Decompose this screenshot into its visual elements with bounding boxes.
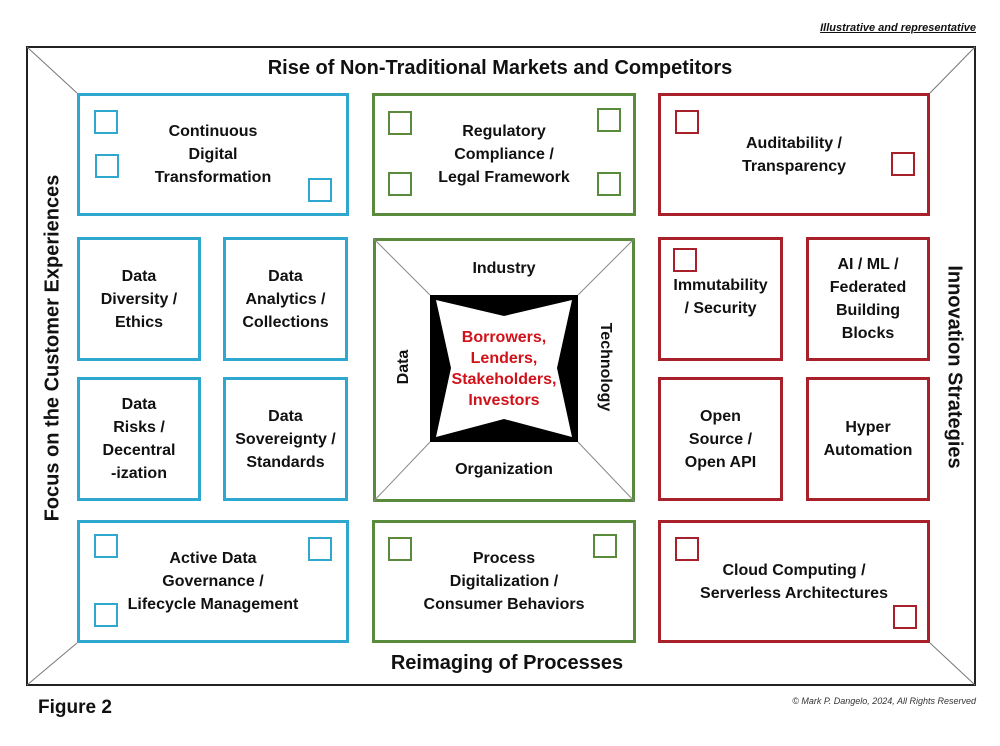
box-label: Immutability / Security [673, 277, 768, 317]
box-data-diversity-ethics: Data Diversity / Ethics [77, 237, 201, 361]
box-label: Data Analytics / Collections [242, 267, 329, 331]
checkbox-square-icon [675, 110, 699, 134]
box-cloud-computing: Cloud Computing / Serverless Architectur… [658, 520, 930, 643]
checkbox-square-icon [675, 537, 699, 561]
checkbox-square-icon [891, 152, 915, 176]
checkbox-square-icon [597, 108, 621, 132]
box-hyper-automation: Hyper Automation [806, 377, 930, 501]
figure-label: Figure 2 [38, 697, 112, 718]
checkbox-square-icon [388, 172, 412, 196]
checkbox-square-icon [95, 154, 119, 178]
box-label: Continuous Digital Transformation [154, 123, 272, 186]
checkbox-square-icon [94, 110, 118, 134]
box-label: AI / ML / Federated Building Blocks [829, 256, 907, 342]
box-data-sovereignty-standards: Data Sovereignty / Standards [223, 377, 348, 501]
box-process-digitalization: Process Digitalization / Consumer Behavi… [372, 520, 636, 643]
core-label-top: Industry [472, 260, 536, 277]
core-diagonal [577, 441, 635, 502]
outer-frame [26, 46, 976, 686]
box-label: Data Diversity / Ethics [100, 267, 178, 331]
box-auditability-transparency: Auditability / Transparency [658, 93, 930, 216]
checkbox-square-icon [94, 603, 118, 627]
checkbox-square-icon [388, 537, 412, 561]
box-data-risks-decentralization: Data Risks / Decentral -ization [77, 377, 201, 501]
copyright-notice: © Mark P. Dangelo, 2024, All Rights Rese… [792, 696, 976, 706]
checkbox-square-icon [308, 537, 332, 561]
box-label: Hyper Automation [823, 419, 913, 459]
box-label: Regulatory Compliance / Legal Framework [438, 123, 570, 186]
box-label: Cloud Computing / Serverless Architectur… [700, 561, 888, 602]
checkbox-square-icon [597, 172, 621, 196]
core-diagonal [373, 238, 431, 296]
core-star-shape [436, 300, 572, 437]
box-label: Active Data Governance / Lifecycle Manag… [127, 550, 299, 613]
checkbox-square-icon [673, 248, 697, 272]
box-regulatory-compliance: Regulatory Compliance / Legal Framework [372, 93, 636, 216]
right-frame-title: Innovation Strategies [943, 265, 966, 469]
checkbox-square-icon [308, 178, 332, 202]
core-label-right: Technology [597, 322, 614, 412]
core-label-left: Data [395, 349, 412, 385]
core-diagram [373, 238, 635, 502]
box-ai-ml-federated: AI / ML / Federated Building Blocks [806, 237, 930, 361]
box-immutability-security: Immutability / Security [658, 237, 783, 361]
box-data-analytics-collections: Data Analytics / Collections [223, 237, 348, 361]
core-framework: Industry Organization Data Technology [373, 238, 635, 502]
box-label: Open Source / Open API [684, 407, 757, 471]
checkbox-square-icon [94, 534, 118, 558]
box-label: Process Digitalization / Consumer Behavi… [423, 550, 585, 613]
checkbox-square-icon [893, 605, 917, 629]
core-label-bottom: Organization [455, 461, 553, 478]
top-frame-title: Rise of Non-Traditional Markets and Comp… [267, 57, 733, 79]
checkbox-square-icon [388, 111, 412, 135]
box-active-data-governance: Active Data Governance / Lifecycle Manag… [77, 520, 349, 643]
box-label: Auditability / Transparency [741, 134, 847, 175]
bottom-frame-title: Reimaging of Processes [390, 652, 624, 674]
left-frame-title: Focus on the Customer Experiences [41, 174, 64, 522]
box-continuous-digital-transformation: Continuous Digital Transformation [77, 93, 349, 216]
core-diagonal [577, 238, 635, 296]
core-diagonal [373, 441, 431, 502]
box-open-source-api: Open Source / Open API [658, 377, 783, 501]
core-center-stakeholders: Borrowers, Lenders, Stakeholders, Invest… [451, 329, 557, 409]
checkbox-square-icon [593, 534, 617, 558]
box-label: Data Sovereignty / Standards [235, 407, 336, 471]
illustrative-note: Illustrative and representative [820, 22, 976, 34]
box-label: Data Risks / Decentral -ization [102, 396, 176, 482]
